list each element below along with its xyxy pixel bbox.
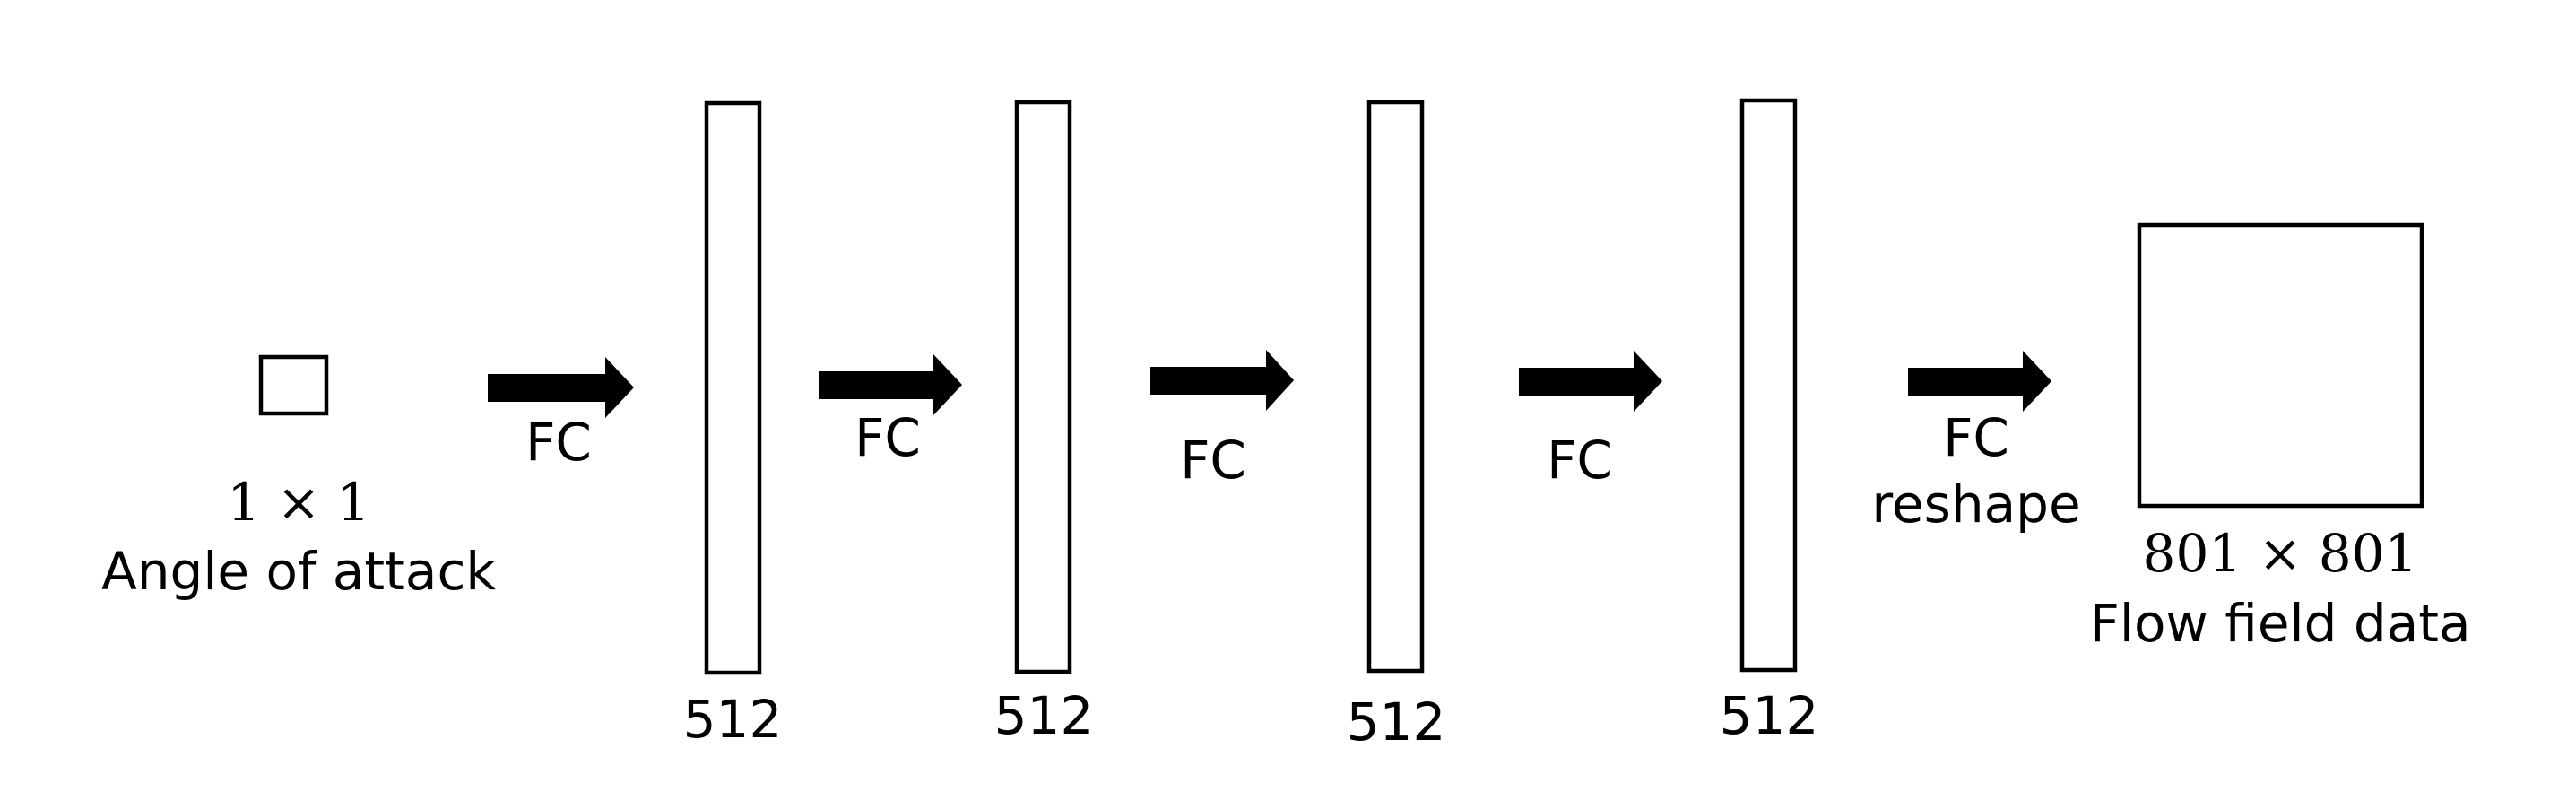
arrow-5-sublabel: reshape — [1871, 474, 2080, 535]
output-dims: 801 × 801 — [2143, 523, 2418, 584]
fc-layer-3-size: 512 — [1347, 692, 1446, 752]
arrow-2-label: FC — [854, 407, 921, 468]
arrow-4-label: FC — [1547, 430, 1613, 491]
arrow-fc-1 — [488, 357, 634, 418]
fc-layer-1-size: 512 — [683, 689, 783, 750]
fc-layer-4-size: 512 — [1720, 685, 1819, 746]
arrow-fc-3 — [1150, 350, 1294, 411]
fc-layer-2 — [1014, 100, 1072, 674]
fc-layer-3 — [1366, 100, 1425, 674]
fc-layer-4 — [1739, 98, 1798, 673]
arrow-3-label: FC — [1180, 430, 1246, 491]
arrow-5-label: FC — [1943, 407, 2009, 468]
output-node — [2137, 222, 2424, 509]
input-dims: 1 × 1 — [227, 472, 369, 533]
input-label: Angle of attack — [101, 541, 496, 602]
input-node — [258, 354, 329, 416]
fc-layer-1 — [704, 100, 762, 675]
arrow-1-label: FC — [525, 412, 592, 473]
output-label: Flow field data — [2089, 593, 2470, 654]
fc-layer-2-size: 512 — [994, 685, 1094, 746]
arrow-fc-2 — [819, 354, 962, 415]
arrow-fc-reshape — [1908, 351, 2051, 412]
arrow-fc-4 — [1519, 351, 1662, 412]
